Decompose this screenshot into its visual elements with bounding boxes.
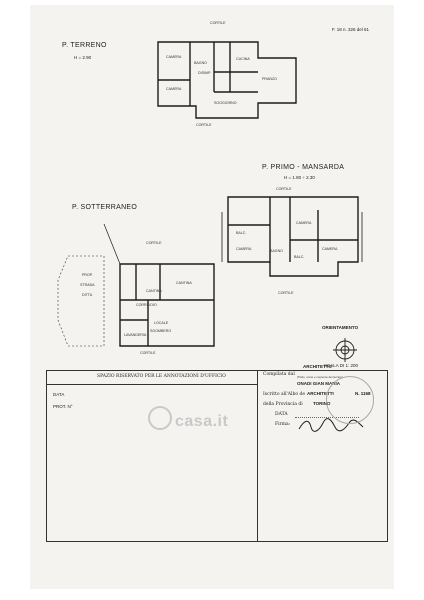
- data-line: [295, 417, 359, 418]
- cortile-label: CORTILE: [210, 21, 226, 25]
- neighbour-ditta: DITTA: [82, 293, 93, 297]
- box-divider: [257, 371, 258, 541]
- room-bagno: BAGNO: [270, 249, 283, 253]
- stamp-seal: [326, 376, 374, 424]
- office-annotation-box: SPAZIO RISERVATO PER LE ANNOTAZIONI D'UF…: [46, 364, 388, 542]
- room-locale: LOCALE: [154, 321, 169, 325]
- office-data-label: DATA: [53, 392, 65, 397]
- document-sheet: [30, 5, 394, 589]
- watermark: casa.it: [148, 406, 228, 431]
- provincia-value: TORINO: [313, 401, 331, 406]
- author-name: ONADI GIAN MARIA: [297, 381, 340, 386]
- room-disimp: DISIMP.: [198, 71, 211, 75]
- room-cantina: CANTINA: [176, 281, 192, 285]
- compiled-label: Compilata dal: [263, 372, 295, 377]
- neighbour-strada: STRADA: [80, 283, 95, 287]
- room-cantina: CANTINA: [146, 289, 162, 293]
- room-bagno: BAGNO: [194, 61, 207, 65]
- first-floor-height: H = 1.80 ÷ 2.30: [284, 175, 315, 180]
- cortile-label: CORTILE: [278, 291, 294, 295]
- watermark-text: casa.it: [175, 413, 229, 430]
- author-profession: ARCHITETTO: [303, 364, 332, 369]
- room-camera: CAMERA: [236, 247, 252, 251]
- cortile-label: CORTILE: [140, 351, 156, 355]
- orientation-title: ORIENTAMENTO: [322, 325, 359, 330]
- room-pranzo: PRANZO: [262, 77, 277, 81]
- room-corridoio: CORRIDOIO: [136, 303, 157, 307]
- room-lavanderia: LAVANDERIA: [124, 333, 147, 337]
- firma-label: Firma:: [275, 422, 291, 427]
- provincia-label: della Provincia di: [263, 402, 303, 407]
- albo-value: ARCHITETTI: [307, 391, 334, 396]
- cortile-label: CORTILE: [276, 187, 292, 191]
- box-header-rule: [47, 384, 257, 385]
- room-balc: BALC.: [294, 255, 305, 259]
- room-sgombero: SGOMBERO: [150, 329, 172, 333]
- room-camera: CAMERA: [166, 87, 182, 91]
- ground-floor-title: P. TERRENO: [62, 42, 107, 49]
- author-data-label: DATA: [275, 412, 288, 417]
- room-cucina: CUCINA: [236, 57, 250, 61]
- cortile-label: CORTILE: [196, 123, 212, 127]
- room-camera: CAMERA: [166, 55, 182, 59]
- neighbour-prop: PROP.: [82, 273, 93, 277]
- sheet-reference: F. 18 n. 326 del 61: [332, 27, 370, 32]
- office-prot-label: PROT. N°: [53, 404, 73, 409]
- room-camera: CAMERA: [296, 221, 312, 225]
- ground-floor-height: H = 2.90: [74, 55, 92, 60]
- basement-title: P. SOTTERRANEO: [72, 204, 138, 211]
- albo-label: Iscritto all'Albo de: [263, 392, 306, 397]
- author-title-note: (Titolo, nome e cognome del tecnico): [297, 375, 343, 379]
- office-box-header: SPAZIO RISERVATO PER LE ANNOTAZIONI D'UF…: [97, 374, 226, 379]
- watermark-logo-icon: [148, 406, 172, 430]
- room-camera: CAMERA: [322, 247, 338, 251]
- room-balc: BALC.: [236, 231, 247, 235]
- cortile-label: CORTILE: [146, 241, 162, 245]
- first-floor-title: P. PRIMO - MANSARDA: [262, 164, 345, 171]
- room-soggiorno: SOGGIORNO: [214, 101, 237, 105]
- scale-label: SCALA DI 1: 200: [324, 363, 359, 368]
